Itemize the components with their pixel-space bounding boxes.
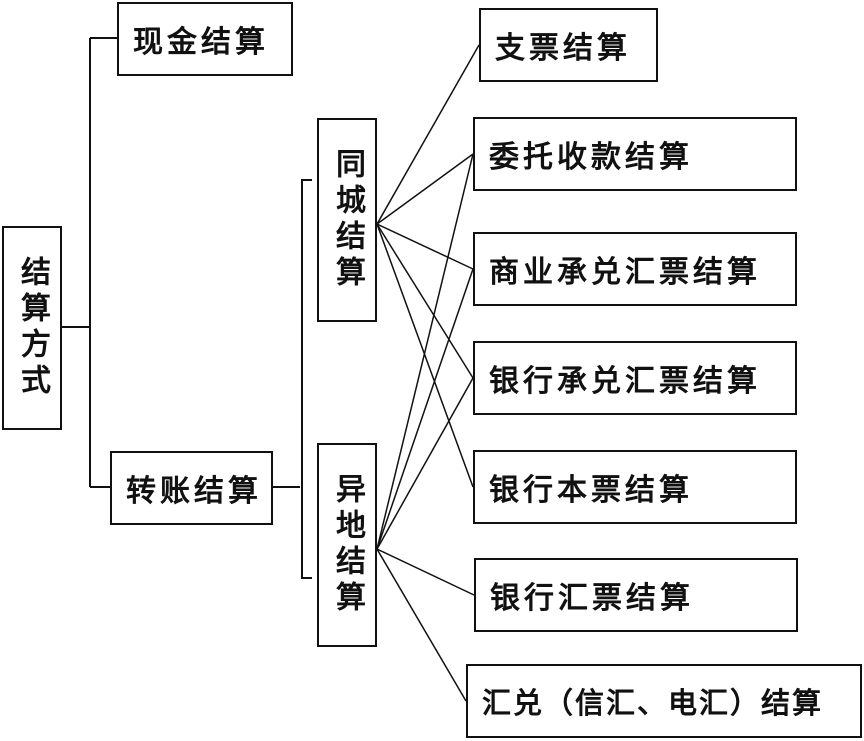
link-local-collection [376,153,474,225]
method-collection: 委托收款结算 [473,117,797,191]
link-remote-collection [376,153,474,550]
link-local-commercial [376,223,474,270]
node-cash: 现金结算 [117,2,293,76]
transfer-bracket [272,179,312,579]
method-bank-acceptance: 银行承兑汇票结算 [473,341,797,415]
method-cheque: 支票结算 [479,8,658,82]
method-commercial: 商业承兑汇票结算 [473,232,797,306]
link-local-cashier [376,223,474,488]
method-remittance: 汇兑（信汇、电汇）结算 [466,664,862,738]
method-bank-draft: 银行汇票结算 [474,558,798,632]
link-remote-remittance [376,548,467,702]
node-remote: 异地结算 [317,443,377,647]
root-node: 结算方式 [2,226,62,430]
node-local: 同城结算 [317,118,377,322]
link-remote-bank-draft [376,548,475,596]
link-local-cheque [376,44,480,225]
link-local-bank-acceptance [376,223,474,379]
node-transfer: 转账结算 [110,451,273,525]
root-bracket [62,37,117,488]
link-remote-commercial [376,268,474,550]
method-cashier: 银行本票结算 [473,450,797,524]
link-remote-bank-acceptance [376,377,474,550]
